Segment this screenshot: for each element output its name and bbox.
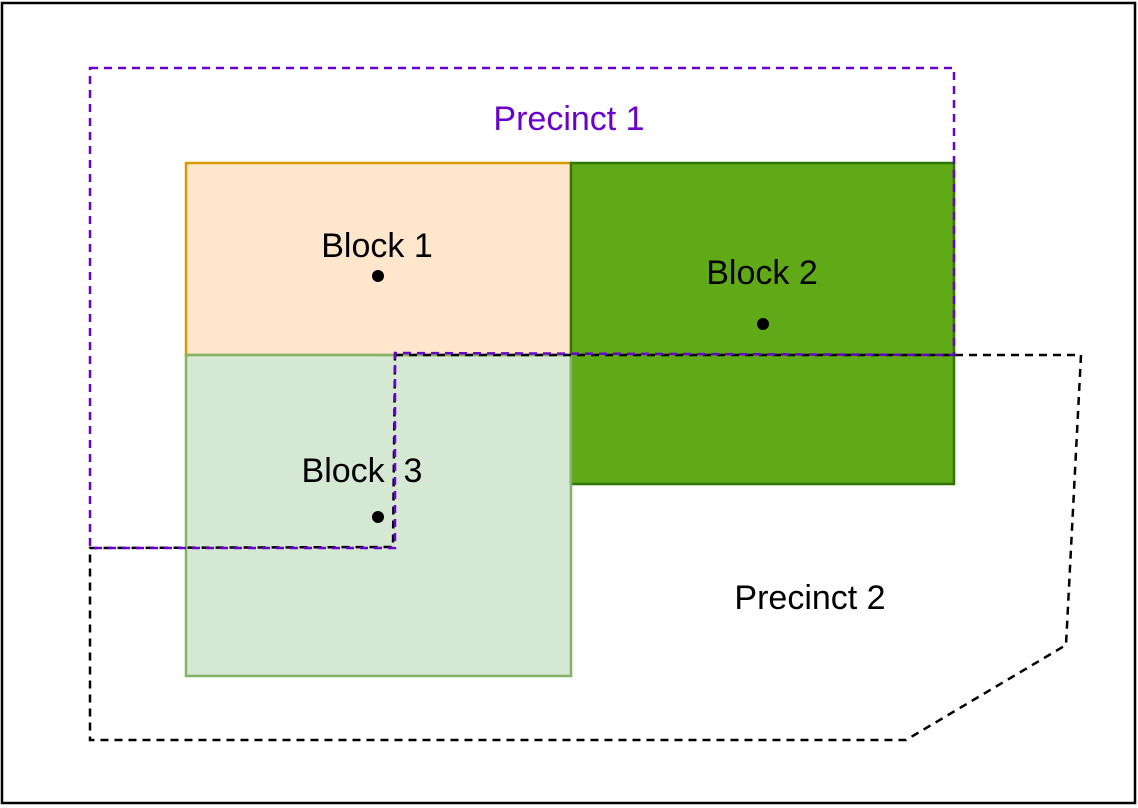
block-1-label: Block 1: [321, 227, 433, 265]
block-3-centroid-dot: [372, 511, 384, 523]
precinct-1-boundary: [88, 66, 956, 550]
block-1-centroid-dot: [372, 270, 384, 282]
block-1-rect: [186, 163, 571, 355]
block-3-border: [184, 353, 573, 678]
precinct-1-label: Precinct 1: [493, 100, 644, 138]
block-2-border: [569, 161, 956, 486]
block-2-label: Block 2: [706, 254, 818, 292]
block-2-centroid-dot: [757, 318, 769, 330]
precinct-2-label: Precinct 2: [734, 579, 885, 617]
precinct-2-boundary: [88, 353, 1083, 742]
block-3-label: Block 3: [302, 452, 423, 490]
